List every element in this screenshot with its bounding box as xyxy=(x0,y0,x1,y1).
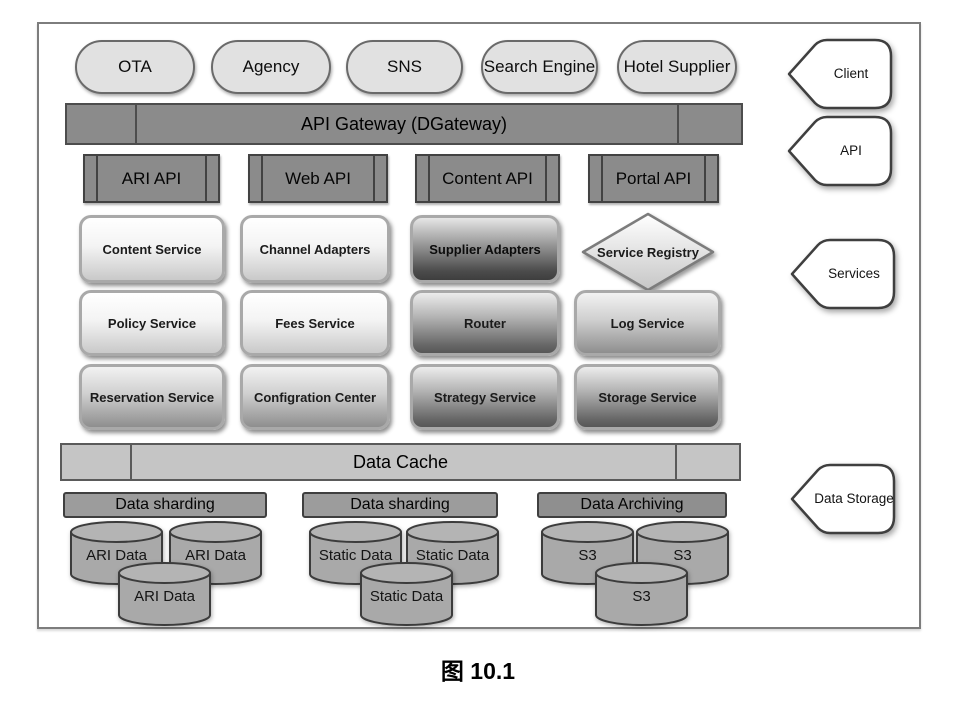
cylinder-shape-icon xyxy=(360,562,453,626)
api-gateway-label: API Gateway (DGateway) xyxy=(300,113,508,134)
database-cylinder-static-3: Static Data xyxy=(358,561,455,627)
layer-tag-label: API xyxy=(840,143,862,159)
storage-header-sharding-2: Data sharding xyxy=(302,492,498,518)
storage-header-sharding-1: Data sharding xyxy=(63,492,267,518)
service-node-log-service: Log Service xyxy=(574,290,721,356)
cylinder-label: ARI Data xyxy=(185,547,246,565)
left-arrow-tag-icon xyxy=(787,38,893,110)
service-registry-label: Service Registry xyxy=(597,244,699,260)
layer-tag-client: Client xyxy=(784,37,896,111)
api-node-ari: ARI API xyxy=(83,154,220,203)
database-cylinder-ari-3: ARI Data xyxy=(116,561,213,627)
client-node-label: Agency xyxy=(242,56,300,76)
service-node-storage-service: Storage Service xyxy=(574,364,721,430)
cylinder-label: S3 xyxy=(578,547,597,565)
cylinder-label: Static Data xyxy=(369,588,444,606)
service-node-label: Storage Service xyxy=(598,389,697,405)
storage-header-label: Data sharding xyxy=(350,496,450,513)
cylinder-label: ARI Data xyxy=(134,588,195,606)
service-node-label: Fees Service xyxy=(275,315,355,331)
api-node-portal: Portal API xyxy=(588,154,719,203)
storage-header-label: Data Archiving xyxy=(580,496,684,513)
client-node-label: OTA xyxy=(118,56,152,76)
api-node-label: Portal API xyxy=(615,168,692,188)
service-node-policy-service: Policy Service xyxy=(79,290,225,356)
database-cylinder-s3-3: S3 xyxy=(593,561,690,627)
cache-divider-right xyxy=(675,445,677,479)
service-node-content-service: Content Service xyxy=(79,215,225,283)
left-arrow-tag-icon xyxy=(790,463,896,535)
client-node-search-engine: Search Engine xyxy=(481,40,598,94)
layer-tag-services: Services xyxy=(787,237,899,311)
figure-caption: 图 10.1 xyxy=(440,658,516,684)
service-node-reservation-service: Reservation Service xyxy=(79,364,225,430)
service-node-label: Supplier Adapters xyxy=(429,241,541,257)
service-registry-node: Service Registry xyxy=(578,210,718,294)
service-node-router: Router xyxy=(410,290,560,356)
layer-tag-data-storage: Data Storage xyxy=(787,462,899,536)
cylinder-label: Static Data xyxy=(415,547,490,565)
service-node-label: Channel Adapters xyxy=(259,241,371,257)
service-node-label: Strategy Service xyxy=(434,389,536,405)
service-node-label: Reservation Service xyxy=(89,389,215,405)
left-arrow-tag-icon xyxy=(790,238,896,310)
data-cache-bar: Data Cache xyxy=(60,443,741,481)
api-node-content: Content API xyxy=(415,154,560,203)
left-arrow-tag-icon xyxy=(787,115,893,187)
cylinder-label: S3 xyxy=(673,547,692,565)
api-node-label: ARI API xyxy=(121,168,182,188)
cylinder-shape-icon xyxy=(118,562,211,626)
api-node-label: Web API xyxy=(285,168,351,188)
api-node-web: Web API xyxy=(248,154,388,203)
gateway-divider-left xyxy=(135,105,137,143)
layer-tag-label: Client xyxy=(833,66,869,82)
cylinder-label: ARI Data xyxy=(86,547,147,565)
cylinder-label: S3 xyxy=(632,588,651,606)
api-gateway-bar: API Gateway (DGateway) xyxy=(65,103,743,145)
client-node-label: SNS xyxy=(387,56,422,76)
service-node-label: Content Service xyxy=(102,241,202,257)
client-node-agency: Agency xyxy=(211,40,331,94)
service-node-configration-center: Configration Center xyxy=(240,364,390,430)
gateway-divider-right xyxy=(677,105,679,143)
layer-tag-api: API xyxy=(784,114,896,188)
service-node-label: Configration Center xyxy=(253,389,377,405)
service-node-channel-adapters: Channel Adapters xyxy=(240,215,390,283)
service-node-strategy-service: Strategy Service xyxy=(410,364,560,430)
client-node-label: Search Engine xyxy=(483,56,596,76)
client-node-sns: SNS xyxy=(346,40,463,94)
cylinder-shape-icon xyxy=(595,562,688,626)
data-cache-label: Data Cache xyxy=(352,451,449,472)
client-node-ota: OTA xyxy=(75,40,195,94)
service-node-label: Log Service xyxy=(610,315,685,331)
storage-header-label: Data sharding xyxy=(115,496,215,513)
service-node-fees-service: Fees Service xyxy=(240,290,390,356)
client-node-hotel-supplier: Hotel Supplier xyxy=(617,40,737,94)
layer-tag-label: Services xyxy=(828,266,880,282)
client-node-label: Hotel Supplier xyxy=(623,56,731,76)
service-node-supplier-adapters: Supplier Adapters xyxy=(410,215,560,283)
layer-tag-label: Data Storage xyxy=(814,491,894,507)
service-node-label: Router xyxy=(464,315,506,331)
cylinder-label: Static Data xyxy=(318,547,393,565)
storage-header-archiving: Data Archiving xyxy=(537,492,727,518)
cache-divider-left xyxy=(130,445,132,479)
api-node-label: Content API xyxy=(442,168,533,188)
service-node-label: Policy Service xyxy=(107,315,197,331)
